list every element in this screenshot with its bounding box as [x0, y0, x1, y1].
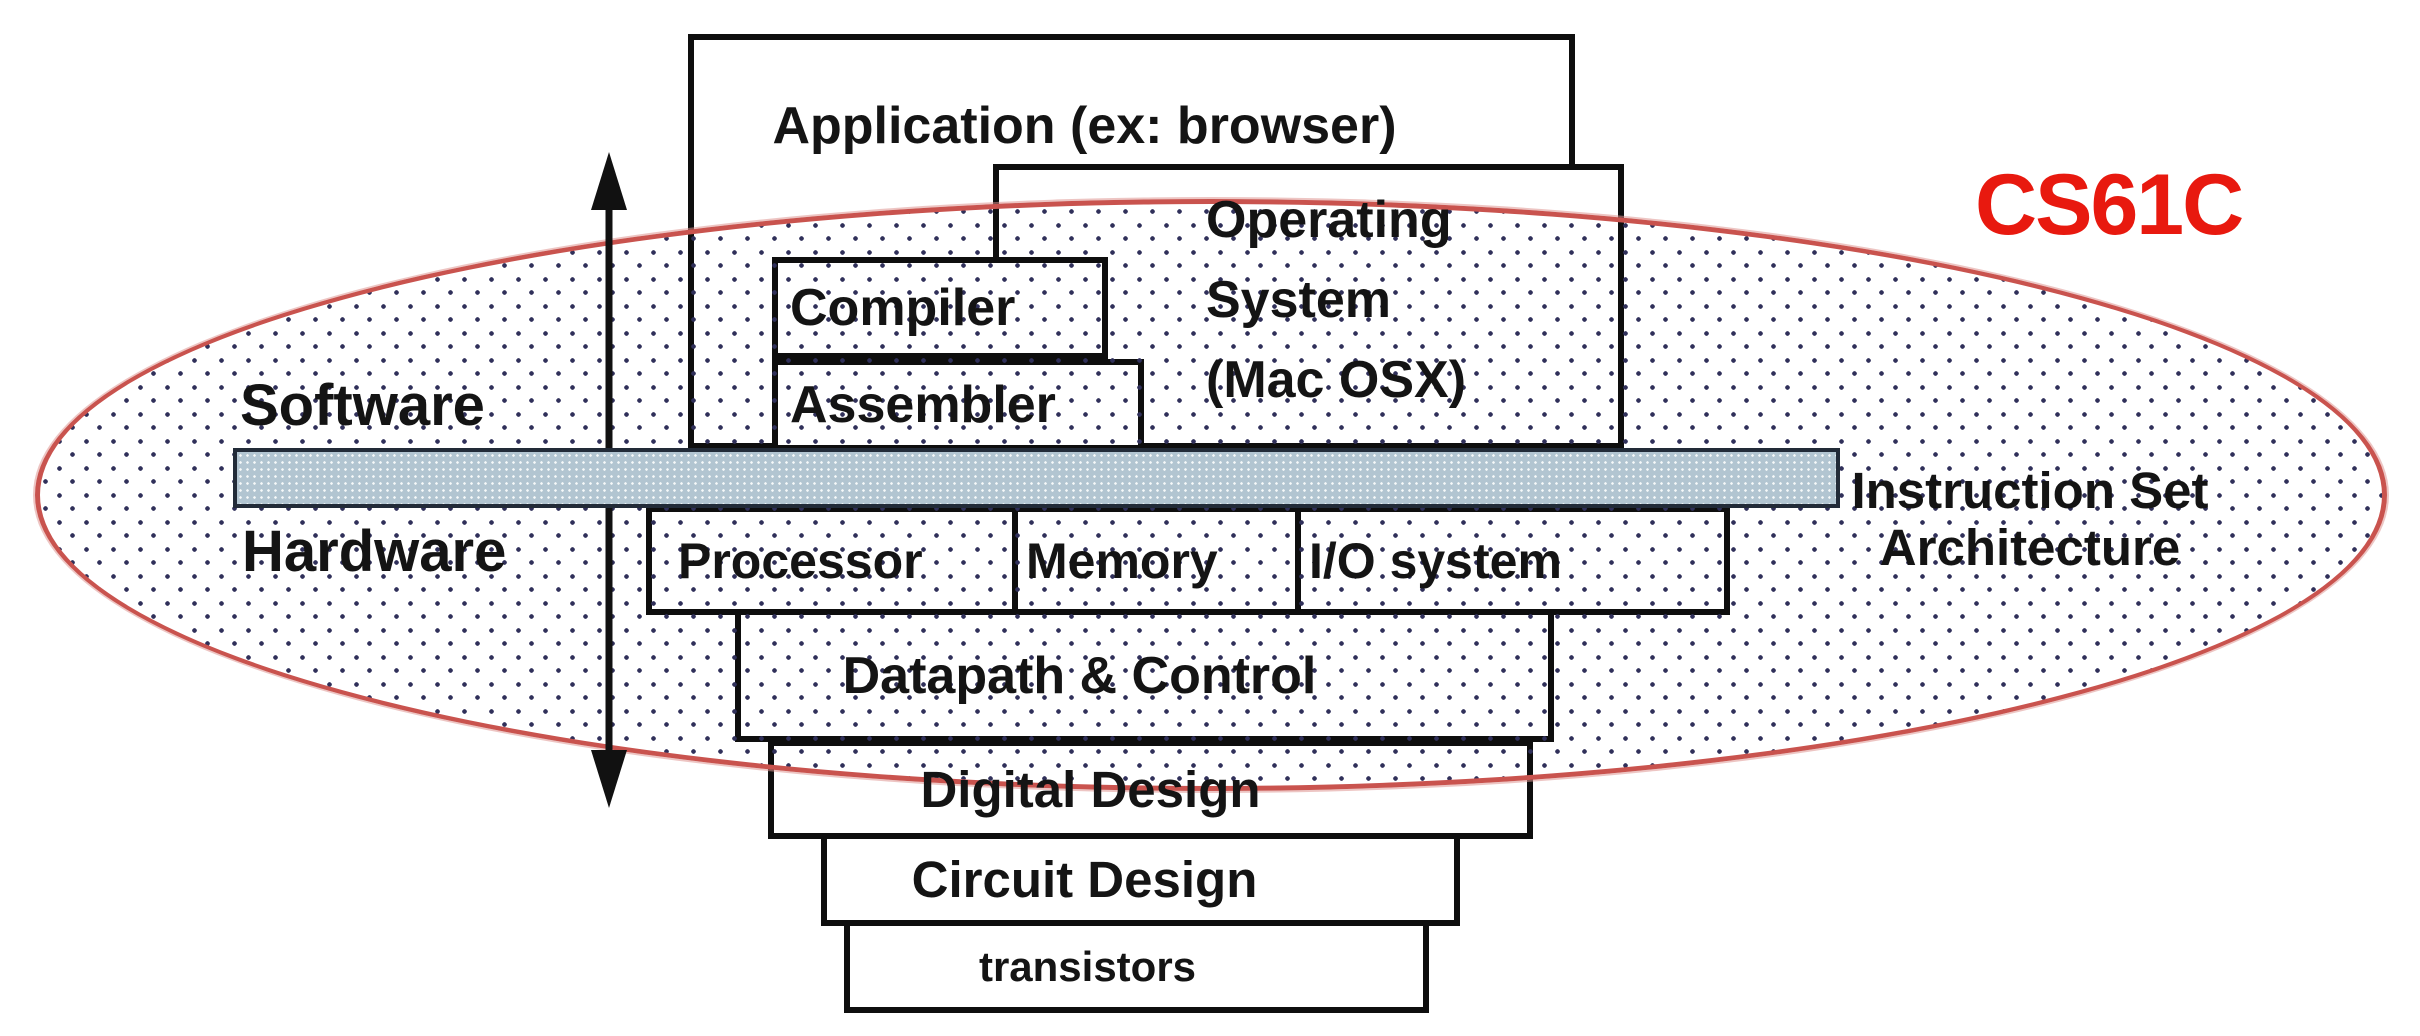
os-label-line3: (Mac OSX): [1206, 351, 1467, 409]
os-label-line2: System: [1206, 271, 1391, 329]
transistors-label: transistors: [978, 942, 1197, 990]
transistors-box: transistors: [844, 920, 1429, 1013]
isa-label: Instruction Set Architecture: [1850, 462, 2210, 576]
os-label-line1: Operating: [1206, 191, 1452, 249]
application-label: Application (ex: browser): [772, 97, 1397, 155]
circuit-design-label: Circuit Design: [911, 851, 1258, 908]
software-label: Software: [240, 373, 485, 438]
processor-label: Processor: [678, 532, 923, 589]
digital-design-label: Digital Design: [920, 761, 1261, 818]
compiler-label: Compiler: [790, 279, 1016, 337]
io-system-label: I/O system: [1309, 532, 1562, 589]
operating-system-label: Operating System (Mac OSX): [1206, 180, 1466, 420]
hardware-label: Hardware: [242, 519, 507, 584]
memory-label: Memory: [1026, 532, 1218, 589]
course-title: CS61C: [1975, 157, 2244, 253]
isa-label-line2: Architecture: [1879, 519, 2181, 576]
isa-bar: [233, 448, 1840, 508]
datapath-control-label: Datapath & Control: [842, 646, 1317, 705]
assembler-label: Assembler: [790, 376, 1056, 434]
isa-label-line1: Instruction Set: [1851, 462, 2209, 519]
circuit-design-box: Circuit Design: [821, 833, 1460, 926]
